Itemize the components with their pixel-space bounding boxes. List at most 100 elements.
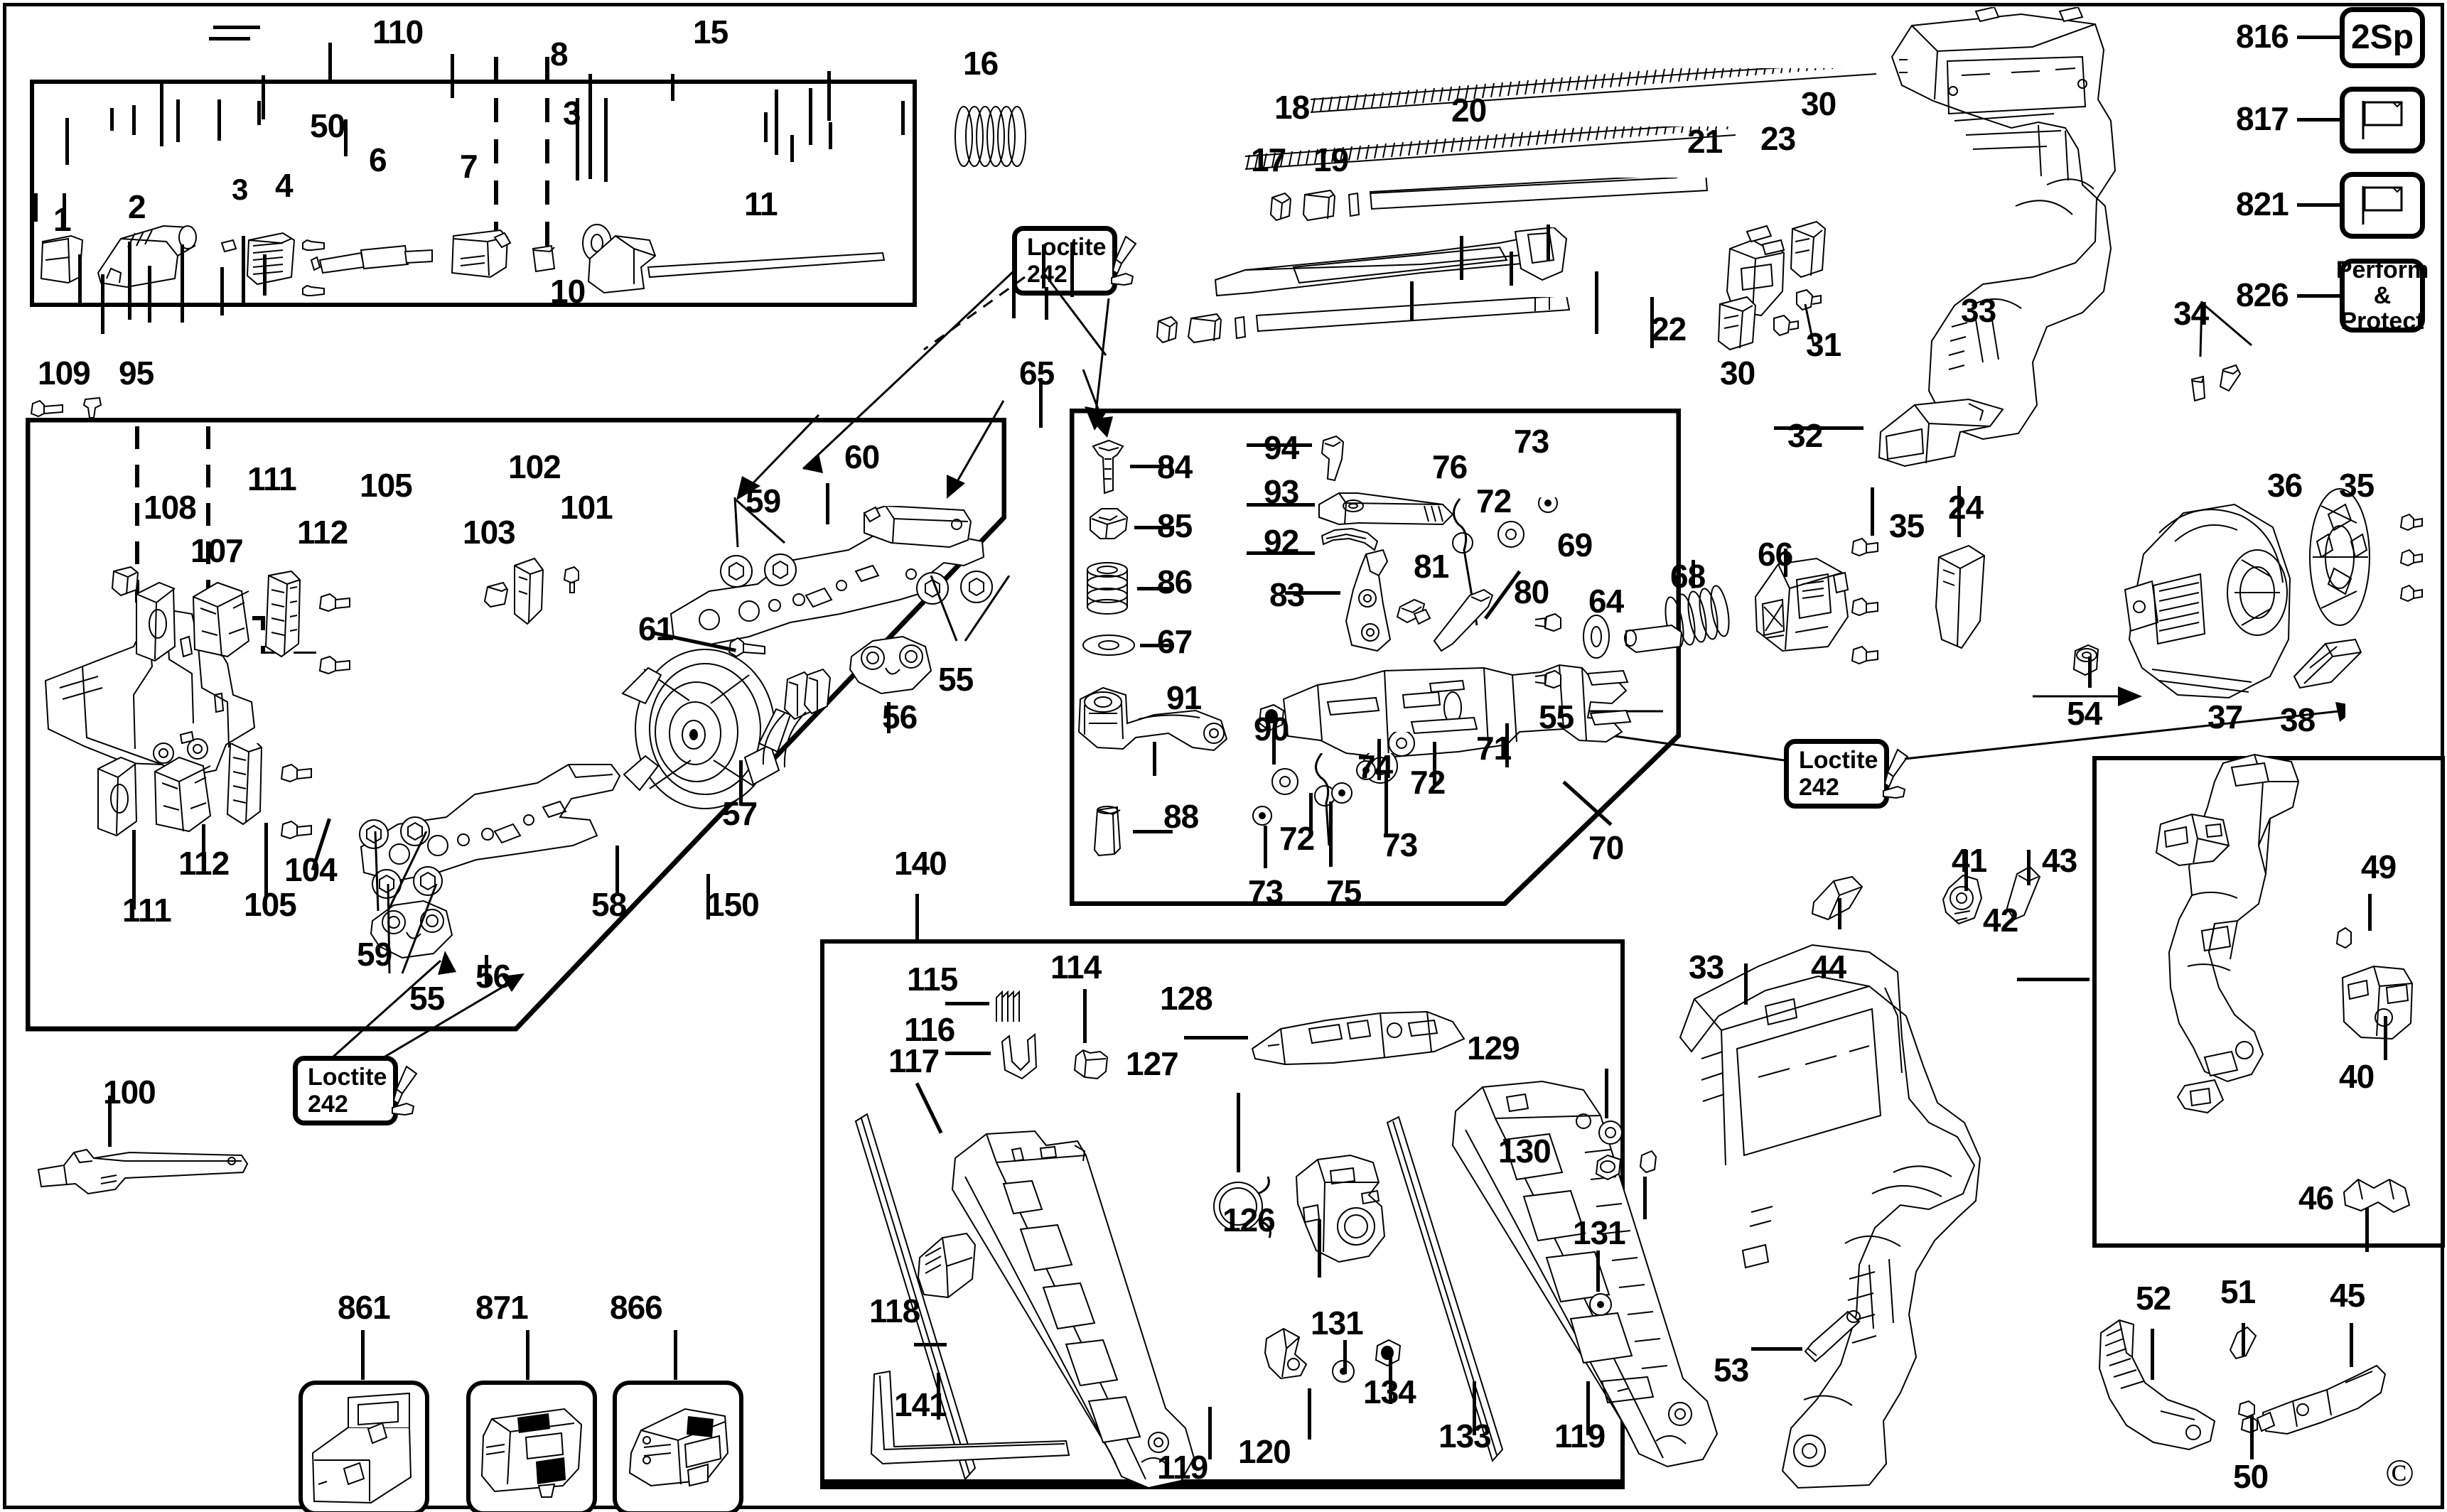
leader-65 (1039, 378, 1043, 428)
leader-821 (2297, 203, 2341, 207)
callout-32: 32 (1787, 417, 1823, 454)
accessory-tile-866[interactable] (613, 1381, 743, 1512)
callout-140: 140 (894, 845, 947, 882)
part-illustration-72-73-lower (1237, 732, 1436, 853)
leader-33 (901, 101, 905, 135)
callout-41: 41 (1952, 842, 1987, 879)
part-illustration-119-right (1438, 1080, 1780, 1485)
callout-46: 46 (2298, 1179, 2334, 1216)
callout-1: 1 (53, 203, 72, 236)
part-illustration-group-15 (36, 199, 910, 306)
part-illustration-38-pad (2290, 637, 2368, 701)
leader-110 (213, 26, 260, 29)
loctite-2-arrows (299, 945, 540, 1066)
callout-30: 30 (1801, 85, 1836, 122)
callout-22: 22 (1651, 310, 1687, 347)
leader-103 (220, 267, 224, 315)
loctite-note-2-line2: 242 (308, 1091, 348, 1118)
callout-55: 55 (1539, 698, 1574, 735)
callout-73c: 73 (1248, 873, 1284, 910)
leader-74 (1377, 739, 1381, 780)
leader-32 (1774, 426, 1864, 430)
feature-badge-816[interactable]: 2Sp (2340, 7, 2425, 68)
callout-114: 114 (1050, 949, 1102, 986)
callout-18: 18 (1274, 89, 1310, 126)
callout-30b: 30 (1720, 355, 1755, 392)
part-illustration-68-spring (1663, 583, 1748, 654)
part-illustration-22-spring (1242, 126, 1740, 176)
leader-57 (739, 760, 743, 806)
leader-119b (1208, 1407, 1212, 1459)
callout-72: 72 (1476, 482, 1512, 519)
callout-4: 4 (275, 167, 294, 204)
dashed-box-109-95 (131, 426, 323, 654)
leader-15 (328, 43, 332, 80)
callout-871: 871 (475, 1289, 529, 1326)
leader-52 (2151, 1329, 2154, 1380)
leader-85 (1134, 526, 1174, 529)
callout-68: 68 (1670, 558, 1706, 595)
callout-133: 133 (1438, 1418, 1492, 1454)
part-illustration-55-screws-70 (1529, 611, 1579, 711)
callout-8: 8 (550, 36, 569, 72)
callout-127: 127 (1126, 1045, 1179, 1082)
callout-119: 119 (1554, 1418, 1606, 1454)
leader-37 (1012, 283, 1016, 318)
callout-861: 861 (338, 1289, 391, 1326)
leader-131 (1596, 1251, 1600, 1292)
loctite-bottle-icon (1881, 747, 1912, 801)
copyright-mark: © (2385, 1452, 2415, 1494)
callout-65: 65 (1019, 355, 1055, 392)
callout-100: 100 (103, 1074, 156, 1111)
arrow-into-70-box (1059, 369, 1144, 455)
leader-107 (101, 274, 104, 334)
callout-866: 866 (610, 1289, 663, 1326)
callout-81: 81 (1414, 548, 1449, 585)
callout-36: 36 (2267, 467, 2303, 504)
leader-38 (1045, 287, 1048, 320)
flag-icon (2356, 98, 2409, 142)
callout-150: 150 (706, 886, 760, 923)
part-illustration-46 (2337, 1171, 2422, 1228)
accessory-tile-861[interactable] (299, 1381, 429, 1512)
callout-11: 11 (744, 185, 778, 222)
leader-54 (2088, 657, 2092, 688)
leader-130 (1643, 1177, 1647, 1219)
callout-116: 116 (904, 1011, 955, 1048)
part-illustration-72-73-76 (1443, 497, 1571, 661)
callout-3b: 3 (232, 173, 248, 206)
part-illustration-20-spring (1308, 68, 1883, 118)
feature-badge-817[interactable] (2340, 87, 2425, 153)
leader-105 (181, 244, 184, 323)
part-illustration-23-30-31 (1706, 185, 1891, 369)
leader-92 (1247, 551, 1315, 555)
callout-75: 75 (1326, 873, 1362, 910)
leader-4 (132, 105, 136, 135)
accessory-tile-871[interactable] (466, 1381, 597, 1512)
callout-816: 816 (2236, 18, 2289, 55)
callout-7: 7 (460, 148, 478, 185)
callout-42: 42 (1983, 902, 2018, 939)
leader-33b (1744, 963, 1748, 1005)
part-illustration-54-bushing (2068, 641, 2108, 684)
callout-111b: 111 (122, 892, 172, 929)
callout-826: 826 (2236, 276, 2289, 313)
leader-141 (937, 1373, 940, 1420)
leader-84 (1130, 465, 1173, 468)
leader-23 (809, 88, 812, 145)
leader-40 (2384, 1016, 2387, 1060)
callout-107: 107 (190, 532, 244, 569)
callout-70: 70 (1588, 829, 1624, 866)
leader-50 (160, 81, 163, 146)
callout-51: 51 (2220, 1273, 2256, 1310)
feature-badge-821[interactable] (2340, 172, 2425, 239)
part-illustration-33-body-lower (1659, 931, 2057, 1492)
loctite-note-1: Loctite 242 (1012, 226, 1137, 296)
loctite-note-2-line1: Loctite (308, 1064, 387, 1091)
part-illustration-101-102-103 (473, 539, 615, 638)
callout-52: 52 (2136, 1280, 2171, 1317)
part-illustration-117 (914, 1226, 985, 1305)
feature-badge-826[interactable]: Perform & Protect (2336, 257, 2429, 334)
part-illustration-71-slide (1278, 661, 1676, 774)
leader-53 (1751, 1347, 1802, 1351)
